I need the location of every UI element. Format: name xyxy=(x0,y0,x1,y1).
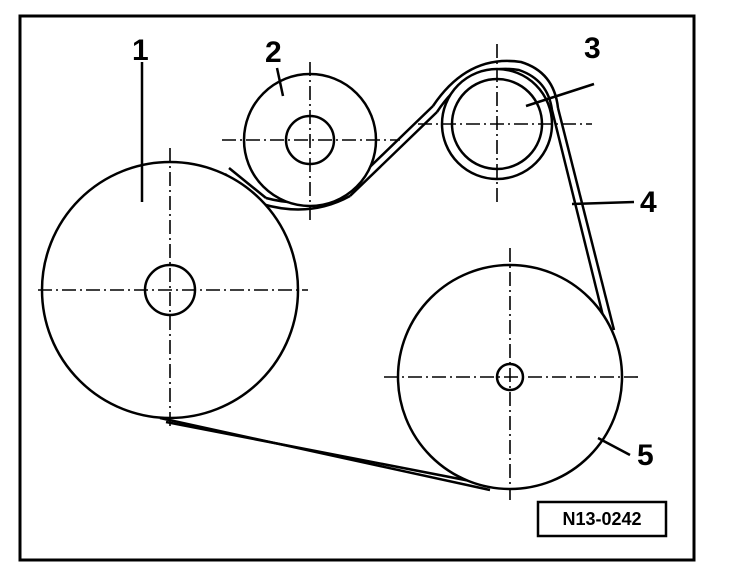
reference-code: N13-0242 xyxy=(562,509,641,529)
callout-3: 3 xyxy=(584,32,601,65)
reference-code-box xyxy=(536,500,668,538)
callout-1: 1 xyxy=(132,34,149,67)
diagram-frame xyxy=(18,14,696,562)
callout-4: 4 xyxy=(640,186,657,219)
callout-5: 5 xyxy=(637,439,654,472)
center-lines xyxy=(38,44,640,500)
callout-leaders xyxy=(140,62,635,457)
callout-2: 2 xyxy=(265,36,282,69)
